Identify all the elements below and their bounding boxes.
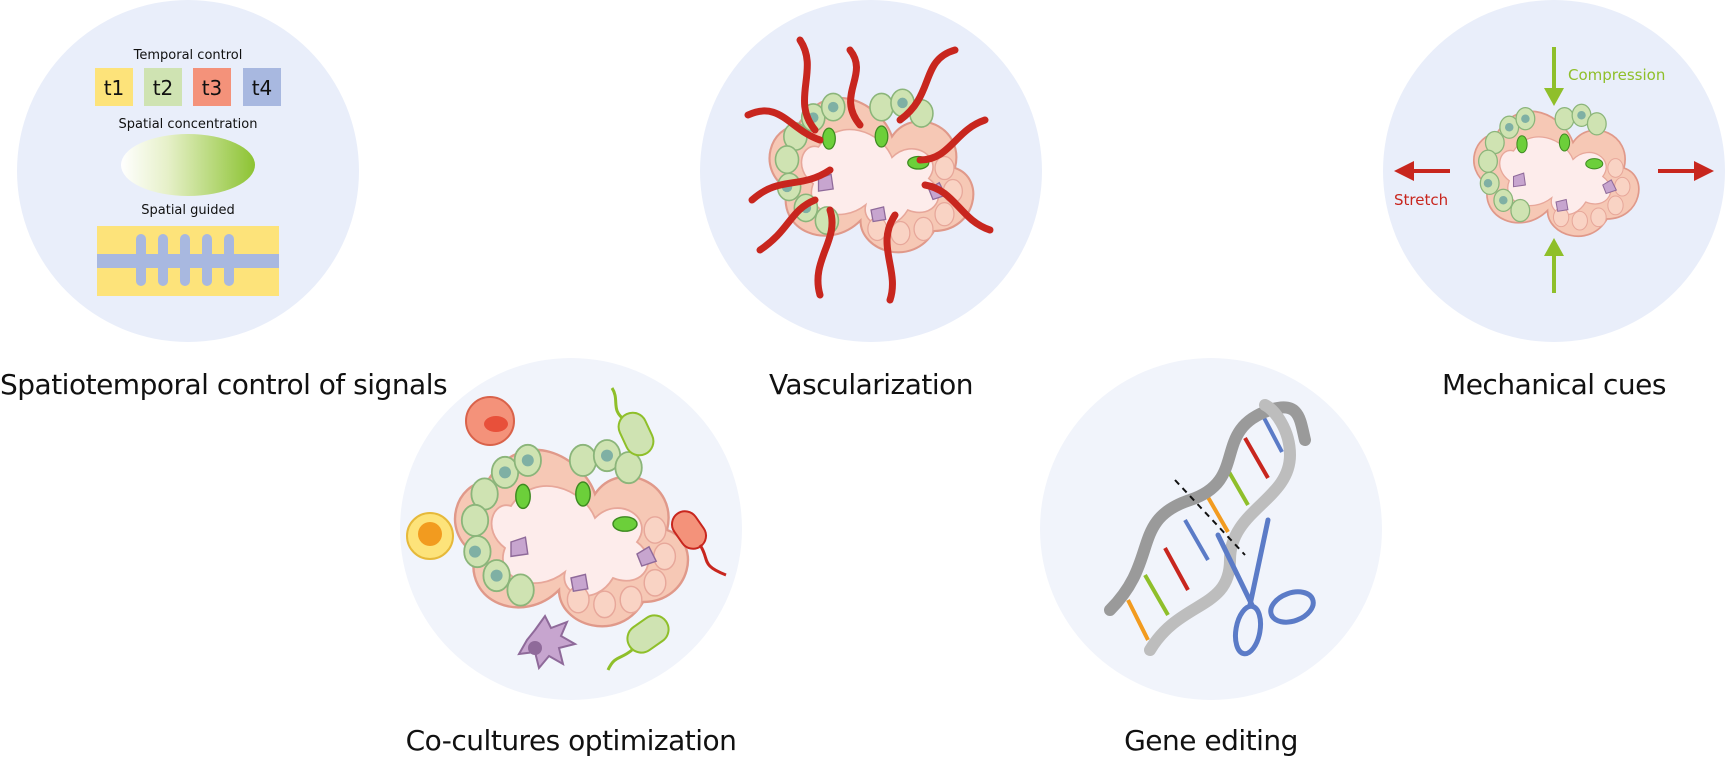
caption-mechanical: Mechanical cues <box>1442 368 1666 401</box>
vascularization-panel <box>700 0 1042 342</box>
bacterium-top <box>610 387 655 457</box>
spatial-guided-label: Spatial guided <box>141 203 235 218</box>
bacterium-right <box>670 510 727 577</box>
time-box-t3: t3 <box>193 68 231 106</box>
guided-pattern <box>97 226 279 296</box>
caption-spatiotemporal: Spatiotemporal control of signals <box>0 368 448 401</box>
dna-helix <box>1104 399 1311 656</box>
compression-arrows <box>1544 47 1564 293</box>
immune-cell <box>406 512 454 560</box>
dendritic-cell <box>517 614 578 671</box>
gene-editing-panel <box>1040 358 1382 700</box>
time-box-t1: t1 <box>95 68 133 106</box>
time-box-t4: t4 <box>243 68 281 106</box>
gene-editing-circle <box>1040 358 1382 700</box>
time-box-t2: t2 <box>144 68 182 106</box>
time-box-label: t4 <box>252 76 273 100</box>
time-box-label: t3 <box>202 76 223 100</box>
spatial-concentration-label: Spatial concentration <box>119 117 258 132</box>
concentration-gradient <box>121 134 255 196</box>
stretch-arrows <box>1394 161 1714 181</box>
blood-vessels <box>744 36 994 304</box>
stretch-label: Stretch <box>1394 191 1448 209</box>
scissors-icon <box>1215 517 1316 657</box>
caption-gene-editing: Gene editing <box>1124 724 1298 757</box>
temporal-control-label: Temporal control <box>133 48 243 63</box>
time-boxes: t1 t2 t3 t4 <box>95 68 281 106</box>
spatiotemporal-panel: Temporal control t1 t2 t3 t4 Spatial con… <box>17 0 359 342</box>
mechanical-panel: Compression Stretch <box>1383 0 1725 342</box>
caption-cocultures: Co-cultures optimization <box>405 724 737 757</box>
compression-label: Compression <box>1568 66 1665 84</box>
time-box-label: t2 <box>153 76 174 100</box>
red-blood-cell <box>465 396 515 446</box>
bacterium-bottom <box>606 614 670 671</box>
cocultures-panel <box>400 358 742 700</box>
caption-vascularization: Vascularization <box>768 368 974 401</box>
time-box-label: t1 <box>104 76 125 100</box>
